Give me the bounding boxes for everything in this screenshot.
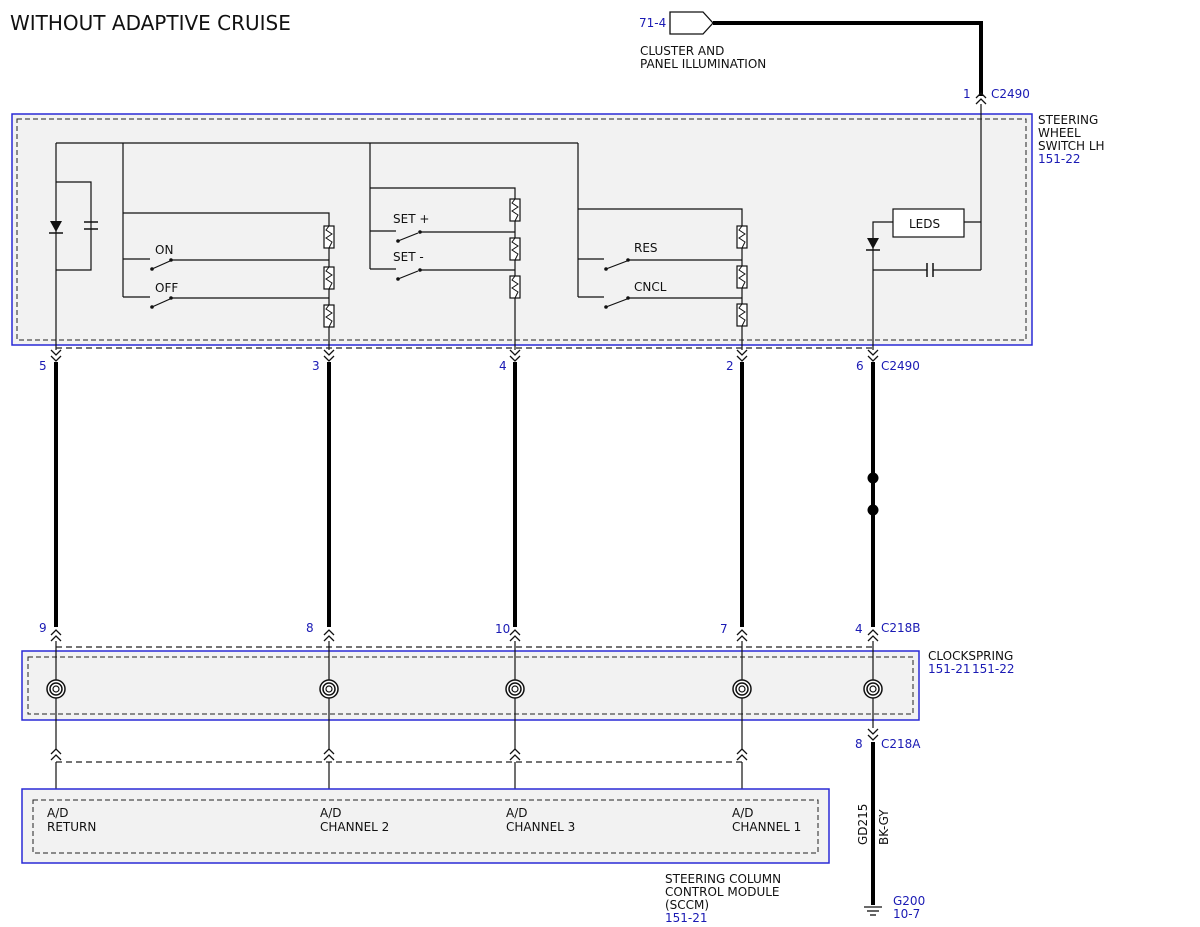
switch-label-on: ON [155,243,173,257]
clockspring-ref1: 151-21 [928,662,971,676]
switch-label-cncl: CNCL [634,280,667,294]
clockspring-pin-8: 8 [306,621,314,635]
clockspring-inner-border [27,656,914,715]
sccm-input-ch1-line1: A/D [732,806,754,820]
clockspring-coil-icon [863,679,883,699]
source-label-line2: PANEL ILLUMINATION [640,57,766,71]
clockspring-name: CLOCKSPRING [928,649,1013,663]
ground-ref: 10-7 [893,907,920,921]
switch-pin-5: 5 [39,359,47,373]
ground-id: G200 [893,894,925,908]
switch-name-line2: WHEEL [1038,126,1081,140]
pin-terminal-icon [867,728,879,741]
clockspring-top-connector: C218B [881,621,921,635]
harness-wires [54,362,879,627]
sccm-ref: 151-21 [665,911,708,925]
sccm-input-ch2-line2: CHANNEL 2 [320,820,389,834]
switch-pin-2: 2 [726,359,734,373]
steering-switch-inner-border [16,118,1027,341]
clockspring-pin-7: 7 [720,622,728,636]
source-label-line1: CLUSTER AND [640,44,724,58]
switch-top-connector: C2490 [991,87,1030,101]
sccm-input-return-line1: A/D [47,806,69,820]
sccm-input-ch3-line1: A/D [506,806,528,820]
sccm-input-ch1-line2: CHANNEL 1 [732,820,801,834]
sccm-name-line1: STEERING COLUMN [665,872,781,886]
switch-pin-6: 6 [856,359,864,373]
source-ref: 71-4 [639,16,666,30]
clockspring-pin-10: 10 [495,622,510,636]
sccm-name-line3: (SCCM) [665,898,709,912]
switch-top-pin: 1 [963,87,971,101]
clockspring-coil-icon [319,679,339,699]
sccm-input-ch2-line1: A/D [320,806,342,820]
ground-wire-color: BK-GY [877,809,891,845]
clockspring-bottom-pin: 8 [855,737,863,751]
clockspring-coil-icon [46,679,66,699]
switch-label-off: OFF [155,281,178,295]
switch-internal-circuit [49,104,982,350]
clockspring-pin-4: 4 [855,622,863,636]
clockspring-pin-9: 9 [39,621,47,635]
switch-pin-3: 3 [312,359,320,373]
sccm-name-line2: CONTROL MODULE [665,885,780,899]
ground-circuit: GD215 [856,804,870,845]
switch-label-res: RES [634,241,658,255]
clockspring-bottom-terminals [50,748,748,761]
sccm-input-return-line2: RETURN [47,820,96,834]
switch-name-line1: STEERING [1038,113,1098,127]
clockspring-box [21,650,920,721]
steering-switch-box [11,113,1033,346]
leds-label: LEDS [909,217,940,231]
clockspring-top-terminals [50,629,879,642]
clockspring-coil-icon [505,679,525,699]
ground-symbol-icon [864,906,882,916]
switch-label-set-plus: SET + [393,212,429,226]
diagram-title: WITHOUT ADAPTIVE CRUISE [10,11,291,35]
illumination-wire [713,21,983,96]
sccm-box [21,788,830,864]
switch-pin-terminals [50,349,879,362]
clockspring-bottom-connector: C218A [881,737,921,751]
switch-label-set-minus: SET - [393,250,424,264]
clockspring-coil-icon [732,679,752,699]
switch-ref: 151-22 [1038,152,1081,166]
sccm-inner-border [32,799,819,854]
switch-name-line3: SWITCH LH [1038,139,1105,153]
switch-pin-4: 4 [499,359,507,373]
sccm-input-ch3-line2: CHANNEL 3 [506,820,575,834]
switch-bottom-connector: C2490 [881,359,920,373]
source-connector-icon [669,11,714,35]
clockspring-ref2: 151-22 [972,662,1015,676]
